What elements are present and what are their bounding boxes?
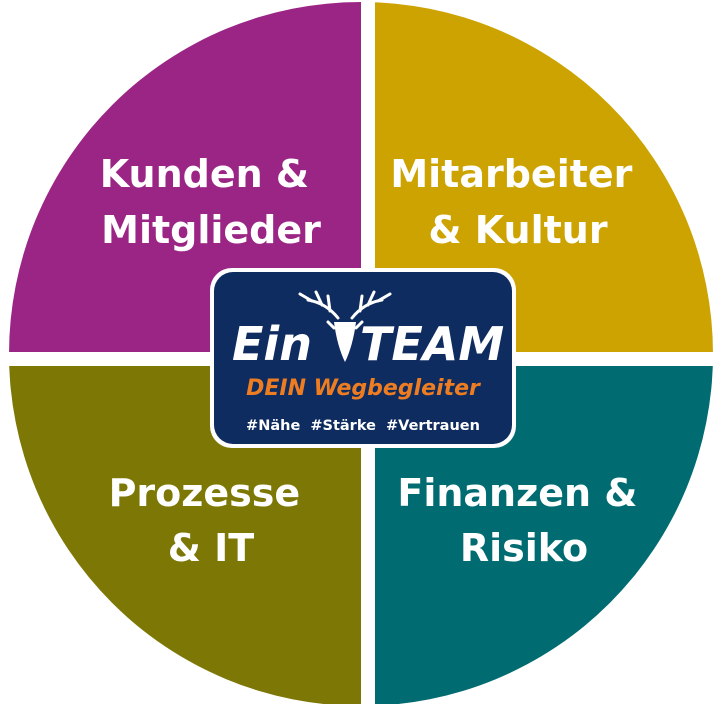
top-left-label-line2: Mitglieder bbox=[101, 208, 321, 252]
quadrant-top-right bbox=[361, 2, 713, 354]
bottom-right-label-line1: Finanzen & bbox=[397, 471, 637, 515]
top-right-label: Mitarbeiter & Kultur bbox=[390, 152, 645, 252]
bottom-left-label-line2: & IT bbox=[168, 526, 255, 570]
logo-title-left: Ein bbox=[232, 317, 312, 371]
logo-title-right: TEAM bbox=[360, 317, 504, 371]
center-logo: Ein TEAM DEIN Wegbegleiter #Nähe #Stärke… bbox=[210, 268, 516, 448]
top-right-label-line1: Mitarbeiter bbox=[390, 152, 632, 196]
top-left-label: Kunden & Mitglieder bbox=[100, 152, 323, 252]
logo-background bbox=[214, 272, 512, 444]
logo-hashtags: #Nähe #Stärke #Vertrauen bbox=[246, 418, 480, 434]
stag-head-icon bbox=[298, 290, 392, 362]
quadrant-top-left bbox=[9, 2, 361, 354]
bottom-left-label-line1: Prozesse bbox=[109, 471, 301, 515]
logo-title: Ein TEAM bbox=[232, 317, 504, 371]
bottom-right-label-line2: Risiko bbox=[460, 526, 588, 570]
logo-subtitle: DEIN Wegbegleiter bbox=[246, 376, 481, 401]
top-left-label-line1: Kunden & bbox=[100, 152, 309, 196]
bottom-left-label: Prozesse & IT bbox=[109, 471, 314, 570]
bottom-right-label: Finanzen & Risiko bbox=[397, 471, 650, 570]
top-right-label-line2: & Kultur bbox=[428, 208, 607, 252]
